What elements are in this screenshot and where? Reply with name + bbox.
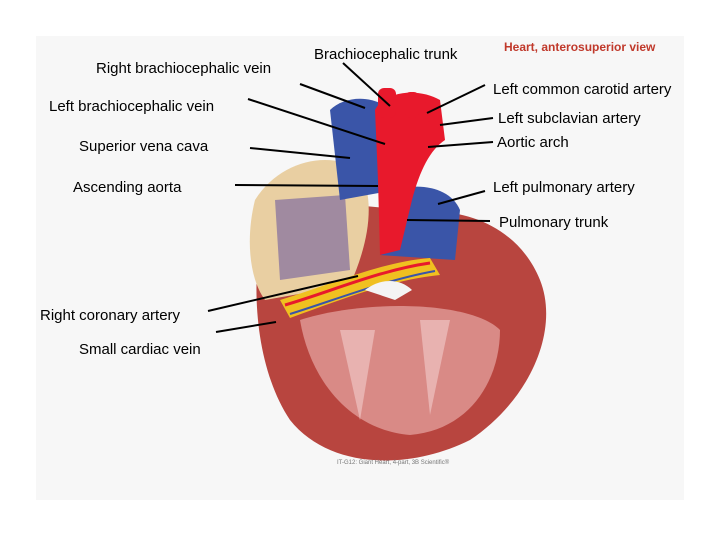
label-pulmonary-trunk: Pulmonary trunk (499, 214, 608, 232)
leader-ascending-aorta (235, 185, 378, 186)
label-aortic-arch: Aortic arch (497, 134, 569, 152)
leader-left-subclavian-artery (440, 118, 493, 125)
label-left-common-carotid-artery: Left common carotid artery (493, 81, 671, 99)
leader-pulmonary-trunk (407, 220, 490, 221)
label-ascending-aorta: Ascending aorta (73, 179, 181, 197)
right-atrium-interior (275, 195, 350, 280)
label-right-brachiocephalic-vein: Right brachiocephalic vein (96, 60, 271, 78)
label-left-brachiocephalic-vein: Left brachiocephalic vein (49, 98, 214, 116)
label-brachiocephalic-trunk: Brachiocephalic trunk (314, 46, 457, 64)
label-left-pulmonary-artery: Left pulmonary artery (493, 179, 635, 197)
left-common-carotid-shape (405, 92, 419, 118)
label-right-coronary-artery: Right coronary artery (40, 307, 180, 325)
figure-title: Heart, anterosuperior view (504, 40, 655, 54)
label-left-subclavian-artery: Left subclavian artery (498, 110, 641, 128)
label-small-cardiac-vein: Small cardiac vein (79, 341, 201, 359)
leader-right-brachiocephalic-vein (300, 84, 365, 108)
label-superior-vena-cava: Superior vena cava (79, 138, 208, 156)
figure-caption: IT-G12: Giant Heart, 4-part, 3B Scientif… (337, 460, 449, 466)
